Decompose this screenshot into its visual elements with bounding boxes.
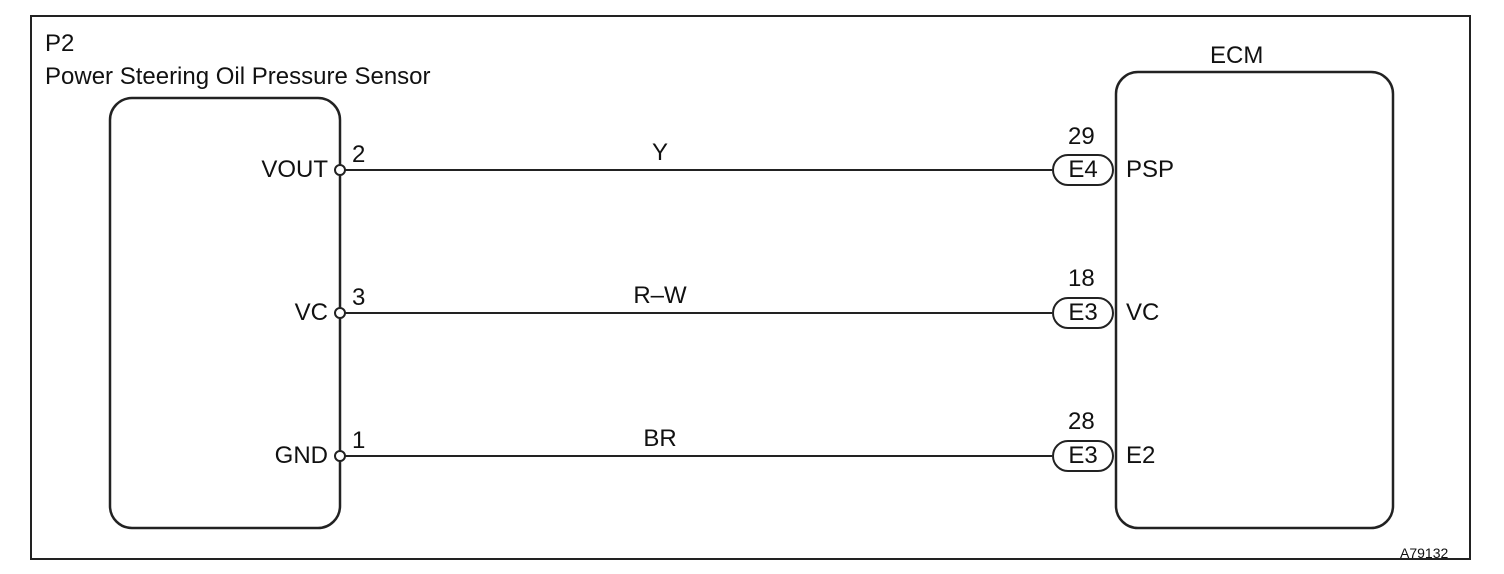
pin-name-vout: VOUT bbox=[261, 156, 328, 183]
wire-color-label: Y bbox=[651, 139, 668, 166]
ecm-terminal-number: 29 bbox=[1068, 123, 1095, 150]
ecm-title: ECM bbox=[1210, 42, 1264, 69]
connector-badge: E4 bbox=[1052, 154, 1114, 186]
pin-name-gnd: GND bbox=[274, 442, 328, 469]
sensor-name: Power Steering Oil Pressure Sensor bbox=[45, 63, 431, 90]
pin-number-gnd: 1 bbox=[352, 427, 366, 454]
wire-color-label: R–W bbox=[633, 282, 687, 309]
pin-terminal-gnd bbox=[334, 450, 346, 462]
sensor-code: P2 bbox=[45, 30, 75, 57]
ecm-terminal-name-e2: E2 bbox=[1126, 442, 1156, 469]
ecm-box bbox=[1114, 70, 1395, 530]
pin-name-vc: VC bbox=[294, 299, 328, 326]
pin-number-vout: 2 bbox=[352, 141, 366, 168]
connector-badge: E3 bbox=[1052, 297, 1114, 329]
ecm-terminal-number: 28 bbox=[1068, 408, 1095, 435]
figure-id: A79132 bbox=[1400, 545, 1449, 561]
wire-color-label: BR bbox=[643, 425, 677, 452]
ecm-terminal-name-psp: PSP bbox=[1126, 156, 1175, 183]
ecm-terminal-name-vc: VC bbox=[1126, 299, 1160, 326]
pin-terminal-vc bbox=[334, 307, 346, 319]
ecm-terminal-number: 18 bbox=[1068, 265, 1095, 292]
diagram-frame bbox=[30, 15, 1471, 560]
pin-terminal-vout bbox=[334, 164, 346, 176]
connector-badge: E3 bbox=[1052, 440, 1114, 472]
pin-number-vc: 3 bbox=[352, 284, 366, 311]
